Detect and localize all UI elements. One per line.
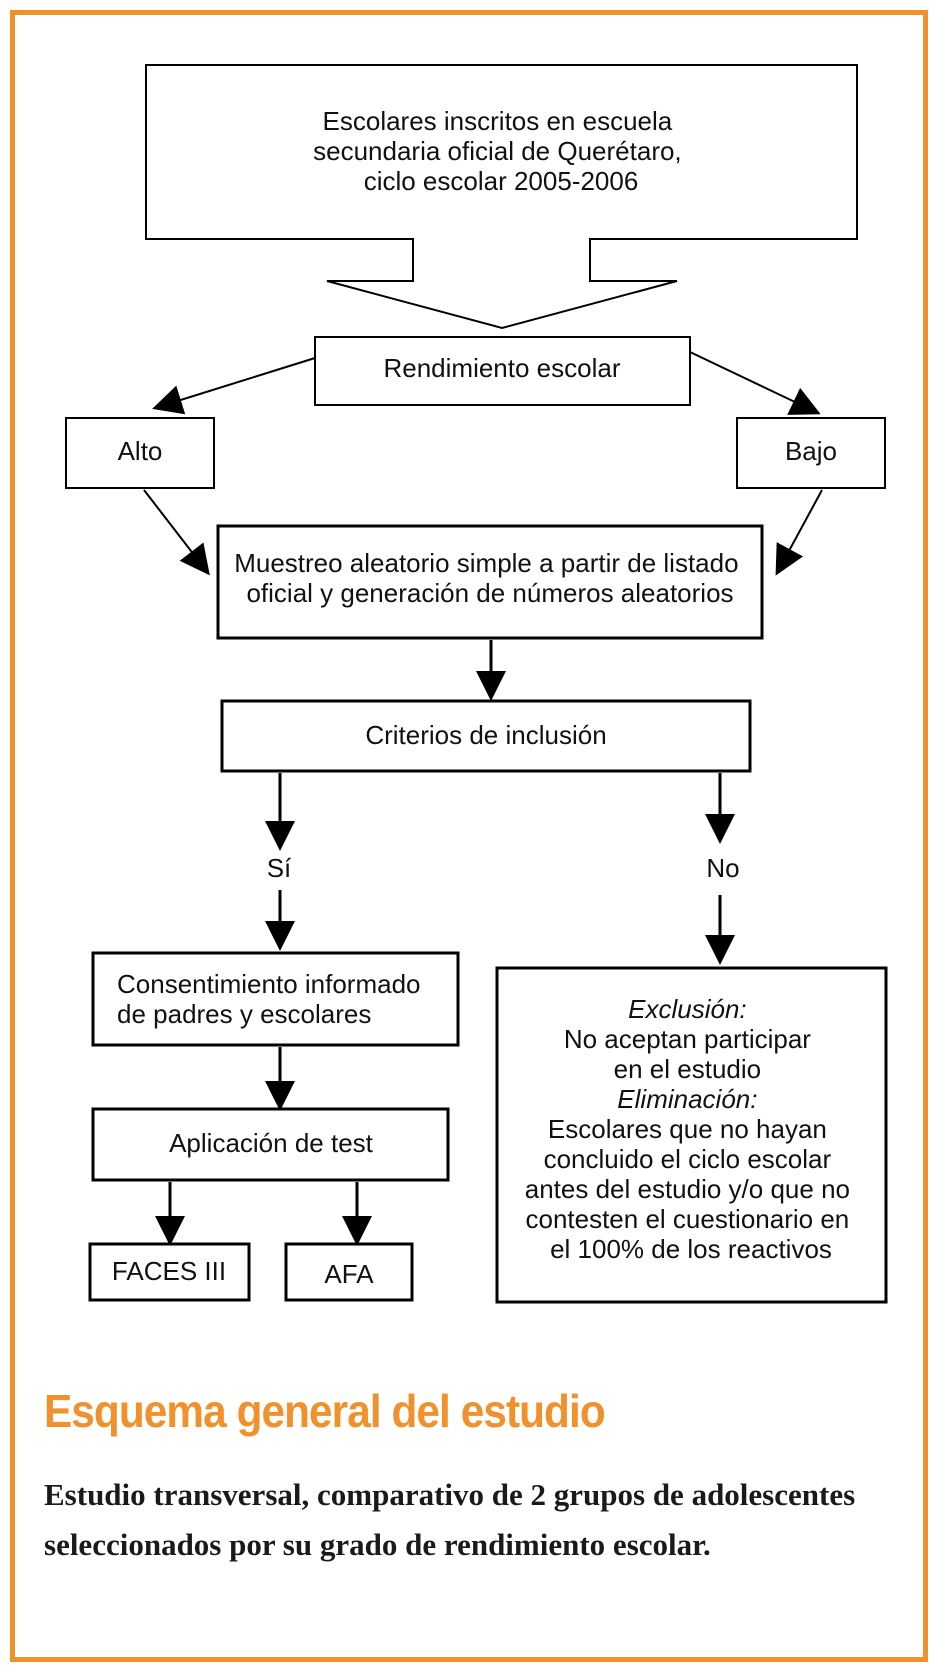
performance-label: Rendimiento escolar	[383, 353, 620, 383]
afa-box	[284, 1242, 414, 1302]
exclusion-heading: Exclusión:	[628, 994, 747, 1024]
low-label: Bajo	[785, 436, 837, 466]
elimination-heading: Eliminación:	[617, 1084, 757, 1114]
elimination-line: Escolares que no hayan	[548, 1114, 827, 1144]
arrow-low-to-sampling	[775, 489, 823, 576]
exclusion-box	[495, 966, 888, 1304]
high-box	[65, 417, 215, 489]
sampling-line: Muestreo aleatorio simple a partir de li…	[234, 548, 738, 578]
arrow-to-low	[689, 351, 821, 415]
population-line: Escolares inscritos en escuela	[323, 106, 673, 136]
high-label: Alto	[118, 436, 163, 466]
elimination-line: el 100% de los reactivos	[550, 1234, 832, 1264]
consent-line: Consentimiento informado	[117, 969, 421, 999]
population-text: Escolares inscritos en escuela secundari…	[313, 106, 689, 196]
no-label: No	[706, 853, 739, 883]
criteria-box	[220, 699, 752, 773]
yes-label: Sí	[267, 853, 292, 883]
criteria-label: Criterios de inclusión	[365, 720, 606, 750]
test-label: Aplicación de test	[169, 1128, 374, 1158]
population-line: ciclo escolar 2005-2006	[364, 166, 639, 196]
study-flowchart: Escolares inscritos en escuela secundari…	[65, 64, 888, 1304]
population-callout-box	[145, 64, 858, 330]
exclusion-line: No aceptan participar	[564, 1024, 811, 1054]
consent-box	[91, 951, 460, 1047]
elimination-line: antes del estudio y/o que no	[525, 1174, 850, 1204]
low-box	[736, 417, 886, 489]
exclusion-text: Exclusión: No aceptan participar en el e…	[525, 994, 857, 1264]
caption-title: Esquema general del estudio	[44, 1385, 606, 1437]
consent-line: de padres y escolares	[117, 999, 371, 1029]
arrow-to-high	[152, 357, 316, 415]
sampling-text: Muestreo aleatorio simple a partir de li…	[234, 548, 746, 608]
elimination-line: contesten el cuestionario en	[525, 1204, 849, 1234]
elimination-line: concluido el ciclo escolar	[544, 1144, 832, 1174]
consent-text: Consentimiento informado de padres y esc…	[117, 969, 428, 1029]
test-box	[91, 1107, 450, 1182]
arrow-high-to-sampling	[143, 489, 210, 576]
faces-box	[88, 1242, 251, 1302]
orange-frame	[10, 10, 928, 1662]
faces-label: FACES III	[112, 1256, 226, 1286]
exclusion-line: en el estudio	[614, 1054, 761, 1084]
sampling-line: oficial y generación de números aleatori…	[246, 578, 733, 608]
sampling-box	[216, 524, 764, 640]
performance-box	[314, 336, 691, 406]
caption-body: Estudio transversal, comparativo de 2 gr…	[44, 1477, 856, 1562]
afa-label: AFA	[324, 1259, 374, 1289]
population-line: secundaria oficial de Querétaro,	[313, 136, 682, 166]
